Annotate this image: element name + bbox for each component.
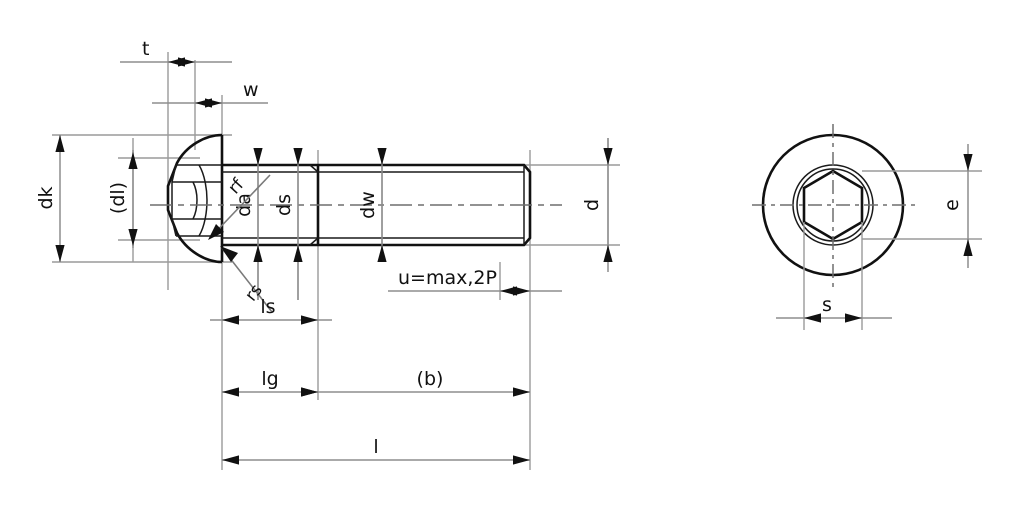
dimension-label-d: d <box>581 199 603 211</box>
dimension-t: t <box>120 38 232 67</box>
dimension-label-l: l <box>373 436 378 458</box>
dimension-label-s: s <box>822 294 832 316</box>
dimension-d: d <box>581 138 613 272</box>
dimension-label-e: e <box>941 199 963 211</box>
dimension-s: s <box>776 294 892 323</box>
dimension-label-da: da <box>233 193 255 217</box>
dimension-ds: ds <box>273 148 303 300</box>
note-u-max-2p: u=max,2P <box>388 267 562 296</box>
dimension-ls: ls <box>210 296 332 325</box>
dimension-dk: dk <box>35 135 65 262</box>
dimension-label-dk: dk <box>35 186 57 209</box>
dimension-label-dl: (dl) <box>107 182 129 214</box>
extension-lines-vertical <box>132 52 609 470</box>
dimension-label-u: u=max,2P <box>398 267 497 289</box>
extension-lines-horizontal <box>52 134 620 263</box>
screw-head-profile <box>166 133 224 264</box>
dimension-label-w: w <box>243 79 259 101</box>
radius-rf-callout: rf <box>208 174 271 240</box>
dimension-w: w <box>152 79 268 108</box>
dimension-label-lg: lg <box>261 368 278 390</box>
dimension-label-ls: ls <box>260 296 275 318</box>
dimension-dl: (dl) <box>107 150 138 248</box>
dimension-label-ds: ds <box>273 194 295 216</box>
dimension-label-t: t <box>142 38 149 60</box>
end-view: e s <box>752 124 982 330</box>
dimension-label-b: (b) <box>417 368 444 390</box>
dimension-label-dw: dw <box>357 191 379 219</box>
hex-socket-detail <box>171 164 222 237</box>
dimension-dw: dw <box>357 148 387 262</box>
dimension-da: da <box>233 148 263 300</box>
dimension-b: (b) <box>301 368 530 397</box>
dimension-e: e <box>941 144 973 268</box>
dimension-l: l <box>222 436 530 465</box>
